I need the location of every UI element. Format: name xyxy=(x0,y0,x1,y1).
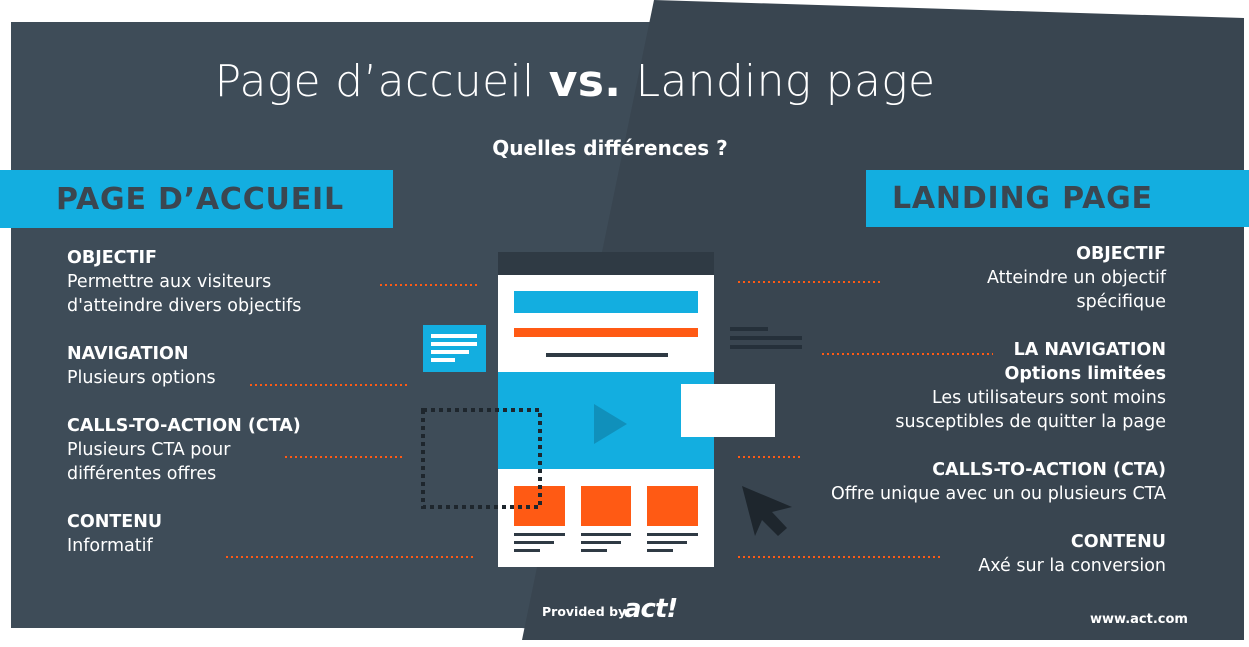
play-icon xyxy=(594,404,627,444)
item-head: CONTENU xyxy=(1070,532,1166,552)
mouse-cursor-icon xyxy=(742,486,792,536)
left-heading-band: PAGE D’ACCUEIL xyxy=(0,170,393,228)
item-head: OBJECTIF xyxy=(67,248,157,268)
item-subhead: Options limitées xyxy=(1004,364,1166,384)
left-connectors xyxy=(226,284,478,558)
page-title: Page d’accueil vs. Landing page xyxy=(214,56,936,107)
right-item-cta: CALLS-TO-ACTION (CTA) Offre unique avec … xyxy=(746,458,1166,506)
text-card-icon xyxy=(423,325,486,372)
white-box-icon xyxy=(681,384,775,437)
right-item-contenu: CONTENU Axé sur la conversion xyxy=(746,530,1166,578)
right-item-navigation: LA NAVIGATION Options limitées Les utili… xyxy=(746,338,1166,434)
right-item-objectif: OBJECTIF Atteindre un objectif spécifiqu… xyxy=(746,242,1166,314)
left-item-objectif: OBJECTIF Permettre aux visiteurs d'attei… xyxy=(67,246,407,318)
provided-by-text: Provided by xyxy=(542,604,627,619)
dotted-frame-icon xyxy=(421,408,542,509)
lines-icon xyxy=(730,327,802,349)
item-head: CALLS-TO-ACTION (CTA) xyxy=(932,460,1166,480)
item-text: Les utilisateurs sont moins susceptibles… xyxy=(895,388,1166,432)
item-head: LA NAVIGATION xyxy=(1013,340,1166,360)
item-text: Plusieurs options xyxy=(67,368,216,388)
item-head: CALLS-TO-ACTION (CTA) xyxy=(67,416,301,436)
left-item-contenu: CONTENU Informatif xyxy=(67,510,407,558)
right-connectors xyxy=(738,281,993,558)
item-text: Informatif xyxy=(67,536,153,556)
item-text: Plusieurs CTA pour différentes offres xyxy=(67,440,231,484)
item-text: Atteindre un objectif spécifique xyxy=(986,268,1166,312)
left-item-navigation: NAVIGATION Plusieurs options xyxy=(67,342,407,390)
right-heading: LANDING PAGE xyxy=(892,181,1153,216)
website-link[interactable]: www.act.com xyxy=(1090,612,1188,627)
item-head: CONTENU xyxy=(67,512,163,532)
item-head: OBJECTIF xyxy=(1076,244,1166,264)
act-logo: act! xyxy=(624,594,678,624)
item-text: Permettre aux visiteurs d'atteindre dive… xyxy=(67,272,302,316)
subtitle: Quelles différences ? xyxy=(492,136,728,160)
item-head: NAVIGATION xyxy=(67,344,189,364)
left-item-cta: CALLS-TO-ACTION (CTA) Plusieurs CTA pour… xyxy=(67,414,407,486)
item-text: Offre unique avec un ou plusieurs CTA xyxy=(831,484,1166,504)
item-text: Axé sur la conversion xyxy=(978,556,1166,576)
left-heading: PAGE D’ACCUEIL xyxy=(56,181,344,217)
right-heading-band: LANDING PAGE xyxy=(866,170,1249,227)
webpage-mockup-icon xyxy=(498,252,714,567)
